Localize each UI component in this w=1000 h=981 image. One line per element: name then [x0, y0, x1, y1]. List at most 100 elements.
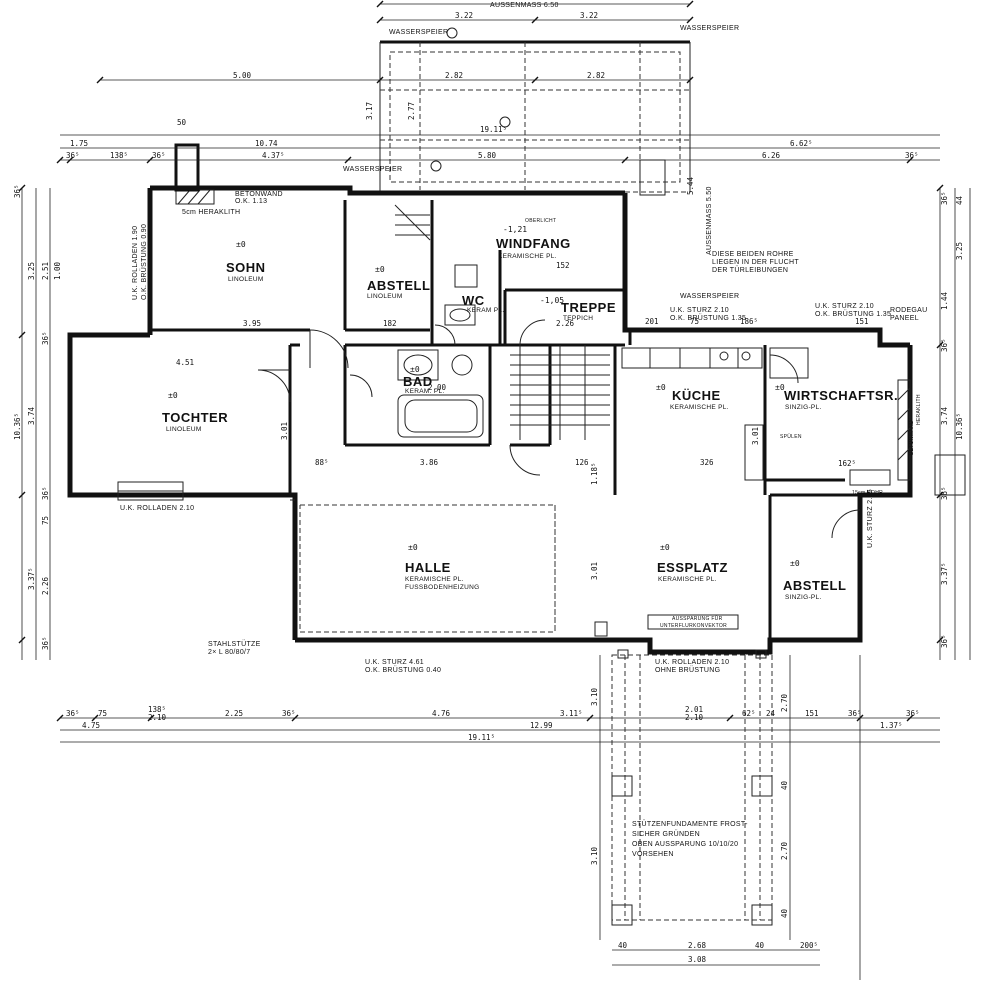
dim-label: 5.80 [478, 151, 497, 160]
dim-label: 2.26 [41, 576, 50, 595]
dim-label: 3.22 [580, 11, 598, 20]
note-aussenmass-side: AUSSENMASS 5.50 [706, 186, 713, 255]
dim-label: 36⁵ [848, 709, 862, 718]
note-sturz-abstell: U.K. STURZ 2.05 [867, 489, 874, 548]
room-bad: ±0 BAD KERAM. PL. [403, 365, 444, 395]
dim-label: 6.26 [762, 151, 781, 160]
room-kueche: ±0 KÜCHE KERAMISCHE PL. [656, 383, 728, 411]
dim-label: 36⁵ [940, 338, 949, 352]
dim-label: 36⁵ [940, 191, 949, 205]
dim-label: 1.75 [70, 139, 88, 148]
dim-label: 151 [855, 317, 869, 326]
room-material: SINZIG-PL. [785, 594, 822, 601]
note-bruestung-halle: O.K. BRÜSTUNG 0.40 [365, 666, 441, 674]
dim-label: 4.76 [432, 709, 451, 718]
note-oberlicht: OBERLICHT [525, 218, 556, 224]
dimension-labels: 3.22 3.22 5.00 2.82 2.82 19.11⁵ 1.75 10.… [13, 11, 964, 964]
note-rolladen-ess: OHNE BRÜSTUNG [655, 666, 720, 674]
dim-label: 5.44 [686, 176, 695, 195]
dim-label: 1.44 [940, 291, 949, 310]
dim-label: 3.74 [27, 406, 36, 425]
note-fundament: STÜTZENFUNDAMENTE FROST- [632, 820, 748, 828]
dim-label: 2.70 [780, 841, 789, 860]
note-fundament: VORSEHEN [632, 851, 674, 858]
room-level: ±0 [410, 365, 420, 374]
dim-label: 40 [618, 941, 628, 950]
note-wasserspeier: WASSERSPEIER [680, 293, 739, 300]
dim-label: 2.70 [780, 693, 789, 712]
room-level: -1,05 [540, 296, 564, 305]
room-abstell: ±0 ABSTELL LINOLEUM [367, 265, 430, 300]
dim-label: 3.37⁵ [940, 562, 949, 585]
dim-label: 88⁵ [315, 458, 329, 467]
dim-label: 36⁵ [906, 709, 920, 718]
room-abstell-2: ±0 ABSTELL SINZIG-PL. [783, 559, 846, 601]
room-halle: ±0 HALLE KERAMISCHE PL. FUSSBODENHEIZUNG [405, 543, 480, 591]
window-frames [117, 454, 966, 637]
room-name: WINDFANG [496, 236, 571, 251]
note-rodegau: PANEEL [890, 315, 919, 322]
dim-label: 4.37⁵ [262, 151, 285, 160]
room-level: -1,21 [503, 225, 527, 234]
note-fundament: SICHER GRÜNDEN [632, 830, 700, 838]
dim-label: 3.22 [455, 11, 473, 20]
dim-label: 19.11⁵ [480, 125, 507, 134]
room-material: KERAM. PL. [405, 388, 444, 395]
room-level: ±0 [408, 543, 418, 552]
dim-label: 126 [575, 458, 589, 467]
dim-label: 5.00 [233, 71, 252, 80]
dim-label: 3.74 [940, 406, 949, 425]
bathroom-fixtures [397, 264, 484, 438]
room-sohn: ±0 SOHN LINOLEUM [226, 240, 266, 283]
room-name: ABSTELL [367, 278, 430, 293]
dim-label: 1.00 [53, 261, 62, 280]
concrete-hatch [175, 189, 911, 481]
note-rohre: DIESE BEIDEN ROHRE [712, 251, 794, 258]
room-treppe: -1,05 TREPPE TEPPICH [540, 296, 616, 322]
room-name: TREPPE [561, 300, 616, 315]
dim-label: 3.95 [243, 319, 261, 328]
room-level: ±0 [375, 265, 385, 274]
dim-label: 44 [955, 195, 964, 205]
floor-heating-zone [290, 499, 556, 633]
dim-label: 2.26 [556, 319, 575, 328]
dim-label: 152 [556, 261, 570, 270]
dim-label: 75 [98, 709, 107, 718]
room-name: ABSTELL [783, 578, 846, 593]
dim-label: 3.17 [365, 102, 374, 120]
note-rolladen-tochter: U.K. ROLLADEN 2.10 [120, 505, 194, 512]
room-name: BAD [403, 374, 433, 389]
room-level: ±0 [656, 383, 666, 392]
dim-label: 10.74 [255, 139, 278, 148]
dim-label: 3.86 [420, 458, 439, 467]
room-material: KERAMISCHE PL. [658, 576, 717, 583]
note-rodegau: RODEGAU [890, 307, 928, 314]
note-wasserspeier: WASSERSPEIER [343, 166, 402, 173]
dim-label: 4.75 [82, 721, 100, 730]
room-name: SOHN [226, 260, 266, 275]
interior-walls [150, 200, 860, 640]
dim-label: 138⁵ [110, 151, 128, 160]
dim-label: 3.01 [751, 427, 760, 445]
note-stahlstuetze: 2× L 80/80/7 [208, 649, 250, 656]
note-wasserspeier: WASSERSPEIER [389, 29, 448, 36]
dim-label: 62⁵ [742, 709, 756, 718]
dim-label: 36⁵ [940, 486, 949, 500]
dim-label: 24 [766, 709, 776, 718]
dim-label: 2.01 [685, 705, 703, 714]
room-material-2: FUSSBODENHEIZUNG [405, 584, 480, 591]
dim-label: 50 [177, 118, 187, 127]
dim-label: 3.37⁵ [27, 567, 36, 590]
dim-label: 36⁵ [66, 709, 80, 718]
dim-label: 2.10 [148, 713, 167, 722]
dim-label: 3.08 [688, 955, 707, 964]
dim-label: 186⁵ [740, 317, 758, 326]
room-wirtschaftsraum: ±0 WIRTSCHAFTSR. SINZIG-PL. [775, 383, 898, 411]
dim-label: 40 [780, 908, 789, 918]
note-sturz: U.K. STURZ 2.10 [815, 303, 874, 310]
dim-label: 36⁵ [41, 331, 50, 345]
dim-label: 19.11⁵ [468, 733, 495, 742]
note-betonwand-ok: O.K. 1.13 [235, 198, 267, 205]
note-wasserspeier: WASSERSPEIER [680, 25, 739, 32]
